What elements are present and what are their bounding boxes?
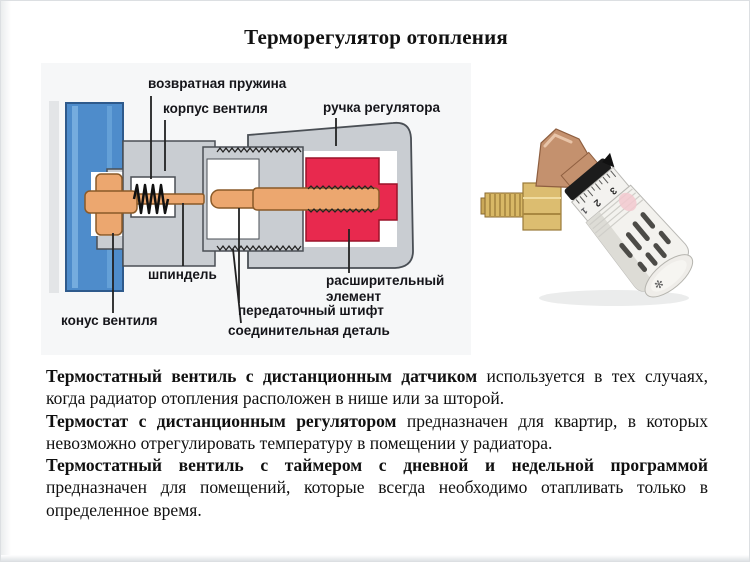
paragraph-1-lead: Термостатный вентиль с дистанционным дат… <box>46 366 478 386</box>
page-title: Терморегулятор отопления <box>244 25 508 49</box>
end-cap-shape: ✻ <box>644 254 694 298</box>
leader-lines <box>112 96 350 324</box>
thermostat-photo: 3 2 1 <box>479 106 719 311</box>
paragraph-1: Термостатный вентиль с дистанционным дат… <box>46 366 709 409</box>
paragraph-2-lead: Термостат с дистанционным регулятором <box>46 410 397 431</box>
scale-number-1: 1 <box>579 206 589 217</box>
label-transfer-pin: передаточный штифт <box>238 303 384 318</box>
thermostat-head-shape: 3 2 1 <box>560 151 694 298</box>
pink-mark <box>618 192 637 212</box>
valve-cutaway-diagram <box>41 63 471 355</box>
paragraph-3: Термостатный вентиль с таймером с дневно… <box>46 455 708 520</box>
label-connecting-part: соединительная деталь <box>228 323 390 338</box>
label-spindle: шпиндель <box>148 267 217 282</box>
snowflake-icon: ✻ <box>651 278 664 289</box>
return-spring-shape <box>132 183 170 215</box>
label-regulator-handle: ручка регулятора <box>323 100 441 115</box>
paragraph-3-lead: Термостатный вентиль с таймером с дневно… <box>46 455 708 476</box>
vent-slots <box>619 212 671 272</box>
paragraph-2: Термостат с дистанционным регулятором пр… <box>46 410 708 453</box>
body-text: Термостатный вентиль с дистанционным дат… <box>46 365 708 521</box>
label-valve-body: корпус вентиля <box>163 101 268 116</box>
scale-number-3: 3 <box>607 184 619 196</box>
scale-number-2: 2 <box>591 196 603 208</box>
label-expansion-element: расширительный элемент <box>326 273 445 304</box>
label-valve-cone: конус вентиля <box>61 313 158 328</box>
black-ring-shape <box>564 158 612 201</box>
label-return-spring: возвратная пружина <box>148 76 287 91</box>
brass-fitting-shape <box>480 182 562 231</box>
pointer-icon <box>602 152 615 168</box>
